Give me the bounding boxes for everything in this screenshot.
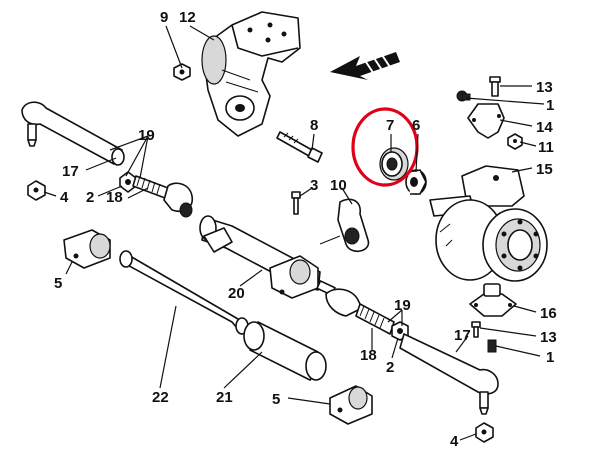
part-10-clip	[319, 198, 370, 252]
label-17-right: 17	[454, 327, 471, 344]
part-17-tie-rod-left	[21, 101, 125, 166]
label-4-left: 4	[60, 189, 69, 206]
label-7: 7	[386, 117, 394, 134]
part-1-grease-fitting-top	[456, 90, 471, 102]
part-14-upper-arm-bracket	[467, 103, 505, 139]
label-9: 9	[160, 9, 168, 26]
label-13-top: 13	[536, 79, 553, 96]
part-12-knuckle	[201, 11, 301, 137]
label-14: 14	[536, 119, 553, 136]
part-9-nut	[173, 63, 191, 81]
label-19-right: 19	[394, 297, 411, 314]
leader-lines	[43, 25, 545, 441]
part-5-clamp-left	[63, 229, 111, 269]
label-6: 6	[412, 117, 420, 134]
label-13-bottom: 13	[540, 329, 557, 346]
label-17-left: 17	[62, 163, 79, 180]
label-22: 22	[152, 389, 169, 406]
label-1-bottom: 1	[546, 349, 554, 366]
label-20: 20	[228, 285, 245, 302]
label-16: 16	[540, 305, 557, 322]
part-5-clamp-right	[329, 385, 373, 425]
part-13-bolt-top	[489, 76, 501, 97]
label-5-left: 5	[54, 275, 62, 292]
part-18-adjuster-right	[325, 288, 395, 335]
part-20-center-tube	[199, 215, 336, 299]
label-19-left: 19	[138, 127, 155, 144]
label-4-right: 4	[450, 433, 459, 450]
part-4-nut-left	[27, 180, 46, 201]
label-3: 3	[310, 177, 318, 194]
part-8-bolt	[276, 131, 323, 163]
part-17-tie-rod-right	[399, 333, 499, 415]
label-15: 15	[536, 161, 553, 178]
label-10: 10	[330, 177, 347, 194]
part-21-sleeve	[243, 321, 327, 381]
part-4-nut-right	[475, 422, 494, 443]
label-2-right: 2	[386, 359, 394, 376]
label-18-left: 18	[106, 189, 123, 206]
label-18-right: 18	[360, 347, 377, 364]
label-8: 8	[310, 117, 318, 134]
part-16-lower-bracket	[469, 283, 517, 317]
part-11-nut	[507, 133, 523, 150]
part-18-adjuster-left	[132, 175, 194, 218]
part-3-bolt	[291, 191, 301, 215]
part-1-grease-fitting-bottom	[487, 339, 497, 353]
part-13-bolt-bottom	[471, 321, 481, 338]
part-7-bearing	[379, 147, 409, 181]
label-11: 11	[538, 139, 554, 156]
direction-arrow-icon	[330, 52, 400, 80]
label-21: 21	[216, 389, 233, 406]
label-12: 12	[179, 9, 196, 26]
part-15-hub-knuckle	[429, 165, 548, 282]
label-5-right: 5	[272, 391, 280, 408]
part-6-bushing	[405, 169, 427, 195]
label-1-top: 1	[546, 97, 554, 114]
part-number-labels: 9 12 8 7 6 13 1 14 11 15 16 13 1 17 19 1…	[54, 9, 557, 450]
label-2-left: 2	[86, 189, 94, 206]
